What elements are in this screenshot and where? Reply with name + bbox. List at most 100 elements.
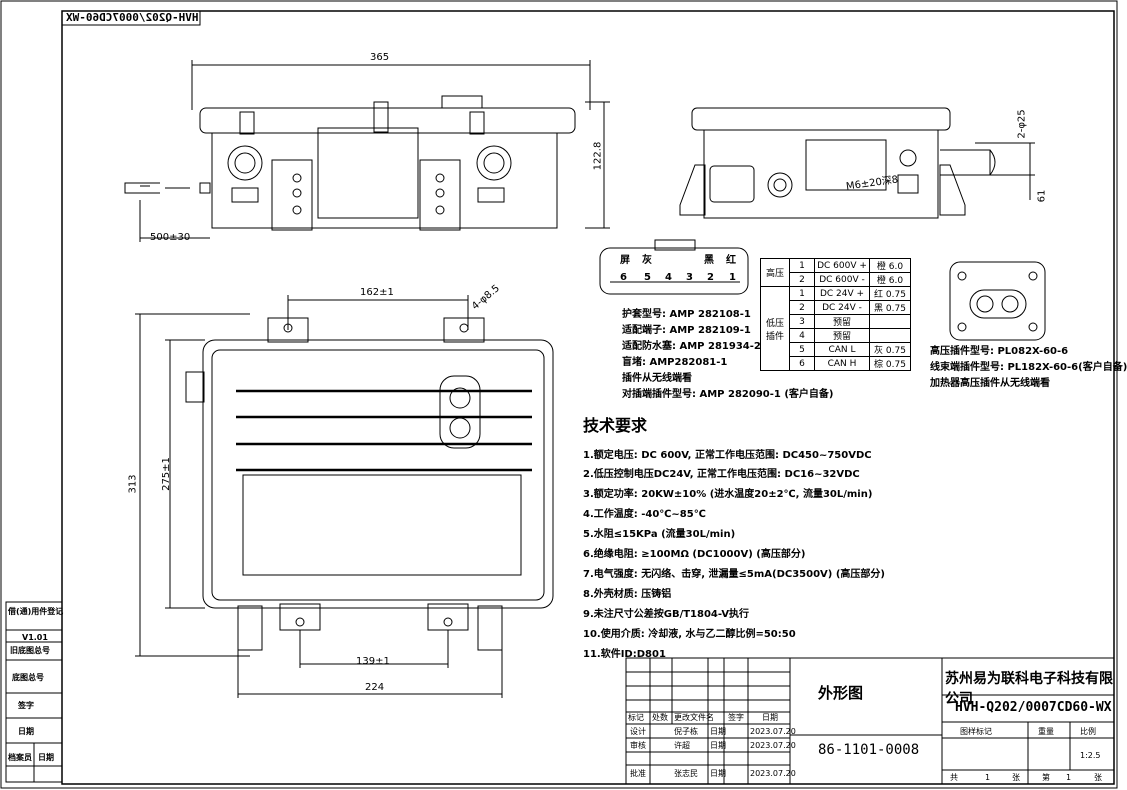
tb-header-count: 处数 — [652, 713, 668, 722]
hv-connector-line-3: 加热器高压插件从无线端看 — [930, 378, 1050, 389]
dim-inner-height: 275±1 — [160, 457, 172, 491]
tb-approve-label: 批准 — [630, 769, 646, 778]
pin-desc: CAN L — [814, 342, 870, 357]
requirement-6: 6.绝缘电阻: ≥100MΩ (DC1000V) (高压部分) — [583, 549, 806, 560]
pin-wire: 灰 0.75 — [869, 342, 911, 357]
tb-sheet-no-label: 第 — [1042, 773, 1050, 782]
spec-line-2: 适配端子: AMP 282109-1 — [622, 325, 751, 336]
tb-sheet-no: 1 — [1066, 773, 1072, 782]
tb-design-date-label: 日期 — [710, 727, 726, 736]
pin-number-1: 1 — [729, 272, 736, 283]
left-block-date: 日期 — [18, 727, 34, 736]
left-block-archivist: 档案员 — [8, 753, 32, 762]
company-name: 苏州易为联科电子科技有限公司 — [945, 671, 1113, 707]
drawing-code: HVH-Q202/0007CD60-WX — [955, 700, 1112, 715]
title-block-grid — [625, 657, 1115, 785]
tech-requirements-title: 技术要求 — [583, 416, 648, 435]
pin-no: 6 — [789, 356, 815, 371]
left-block-sign: 签字 — [18, 701, 34, 710]
pin-wire: 黑 0.75 — [869, 300, 911, 315]
hv-connector-line-1: 高压插件型号: PL082X-60-6 — [930, 346, 1069, 357]
pin-no: 1 — [789, 286, 815, 301]
requirement-10: 10.使用介质: 冷却液, 水与乙二醇比例=50:50 — [583, 629, 796, 640]
pin-number-4: 4 — [665, 272, 672, 283]
requirement-5: 5.水阻≤15KPa (流量30L/min) — [583, 529, 736, 540]
tb-header-mark: 标记 — [628, 713, 644, 722]
pin-wire — [869, 328, 911, 343]
tb-review-date: 2023.07.20 — [750, 741, 796, 750]
pin-desc: 预留 — [814, 328, 870, 343]
side-view — [679, 107, 1035, 219]
pin-number-2: 2 — [707, 272, 714, 283]
requirement-3: 3.额定功率: 20KW±10% (进水温度20±2℃, 流量30L/min) — [583, 489, 873, 500]
front-view — [124, 60, 610, 242]
left-block-grid — [5, 601, 63, 783]
pin-no: 2 — [789, 300, 815, 315]
hv-connector — [949, 261, 1046, 341]
left-block-borrow: 借(通)用件登记 — [8, 607, 64, 616]
dim-side-height: 122.8 — [592, 141, 604, 171]
tb-sheet-no-unit: 张 — [1094, 773, 1102, 782]
requirement-9: 9.未注尺寸公差按GB/T1804-V执行 — [583, 609, 750, 620]
pin-no: 2 — [789, 272, 815, 287]
pin-desc: DC 24V - — [814, 300, 870, 315]
pin-desc: DC 600V + — [814, 258, 870, 273]
pin-group-hv: 高压 — [760, 258, 790, 287]
tb-review-name: 许超 — [674, 741, 690, 750]
tb-approve-date: 2023.07.20 — [750, 769, 796, 778]
dim-hole-spacing-top: 162±1 — [360, 287, 394, 298]
tb-design-name: 倪子栋 — [674, 727, 698, 736]
tb-header-sign: 签字 — [728, 713, 744, 722]
pin-desc: 预留 — [814, 314, 870, 329]
tb-right-weight: 重量 — [1038, 727, 1054, 736]
drawing-name: 外形图 — [818, 684, 864, 702]
dim-hole-spacing-bottom: 139±1 — [356, 656, 390, 667]
tb-review-label: 审核 — [630, 741, 646, 750]
spec-line-4: 盲堵: AMP282081-1 — [622, 357, 728, 368]
tb-approve-name: 张志民 — [674, 769, 698, 778]
tb-right-scale-label: 比例 — [1080, 727, 1096, 736]
left-block-version: V1.01 — [22, 633, 48, 642]
tb-approve-date-label: 日期 — [710, 769, 726, 778]
left-block-archivist-date: 日期 — [38, 753, 54, 762]
pin-no: 4 — [789, 328, 815, 343]
dim-bottom-width: 224 — [365, 682, 385, 693]
requirement-8: 8.外壳材质: 压铸铝 — [583, 589, 672, 600]
left-block-old-base: 旧底图总号 — [10, 646, 50, 655]
lv-connector — [599, 239, 749, 295]
pin-number-5: 5 — [644, 272, 651, 283]
hv-connector-line-2: 线束端插件型号: PL182X-60-6(客户自备) — [930, 362, 1127, 373]
tb-design-date: 2023.07.20 — [750, 727, 796, 736]
pin-group-lv: 低压插件 — [760, 286, 790, 371]
pin-wire: 橙 6.0 — [869, 258, 911, 273]
pin-label-grey: 灰 — [642, 255, 652, 266]
tb-right-mark: 图样标记 — [960, 727, 992, 736]
pin-no: 3 — [789, 314, 815, 329]
dim-side-61: 61 — [1036, 189, 1048, 203]
pin-label-red: 红 — [726, 255, 736, 266]
tb-sheets-total-label: 共 — [950, 773, 958, 782]
dim-pipe-dia: 2-φ25 — [1016, 109, 1028, 139]
pin-number-3: 3 — [686, 272, 693, 283]
tb-review-date-label: 日期 — [710, 741, 726, 750]
spec-line-6: 对插端插件型号: AMP 282090-1 (客户自备) — [622, 389, 834, 400]
spec-line-1: 护套型号: AMP 282108-1 — [622, 309, 751, 320]
tb-sheets-total: 1 — [985, 773, 991, 782]
requirement-7: 7.电气强度: 无闪络、击穿, 泄漏量≤5mA(DC3500V) (高压部分) — [583, 569, 885, 580]
mirrored-drawing-code: HVH-Q202/0007CD60-WX — [66, 11, 199, 24]
requirement-11: 11.软件ID:D801 — [583, 649, 666, 660]
pin-desc: DC 24V + — [814, 286, 870, 301]
pin-no: 1 — [789, 258, 815, 273]
plan-view — [135, 295, 554, 698]
tb-scale: 1:2.5 — [1080, 751, 1101, 760]
tb-header-file: 更改文件名 — [674, 713, 714, 722]
requirement-2: 2.低压控制电压DC24V, 正常工作电压范围: DC16~32VDC — [583, 469, 860, 480]
tb-sheets-total-unit: 张 — [1012, 773, 1020, 782]
pin-table: 高压 1 DC 600V + 橙 6.0 2 DC 600V - 橙 6.0 低… — [760, 258, 911, 371]
pin-wire: 红 0.75 — [869, 286, 911, 301]
left-block-base: 底图总号 — [12, 673, 44, 682]
pin-wire: 棕 0.75 — [869, 356, 911, 371]
pin-wire — [869, 314, 911, 329]
tb-design-label: 设计 — [630, 727, 646, 736]
requirement-1: 1.额定电压: DC 600V, 正常工作电压范围: DC450~750VDC — [583, 450, 872, 461]
